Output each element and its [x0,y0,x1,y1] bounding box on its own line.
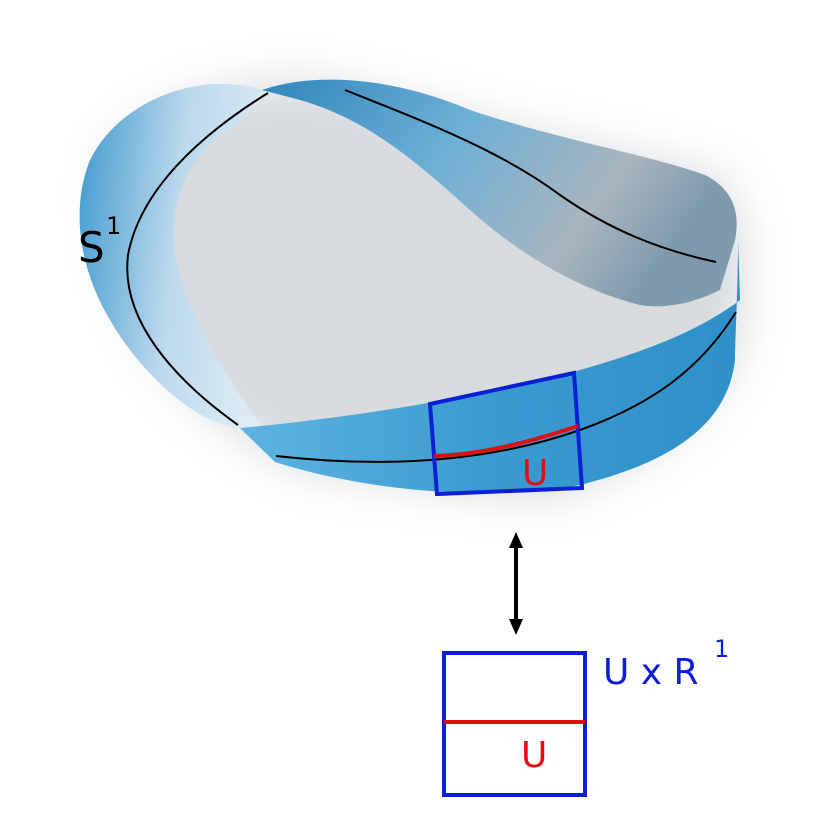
band-left-strip [79,83,275,445]
label-u-on-band: U [522,453,548,494]
u-segment-on-band [433,424,579,458]
core-line-left [126,92,269,426]
core-line-back [344,89,717,263]
arrow-head-top [509,532,523,548]
band-front-strip [240,240,740,494]
label-u-in-chart: U [521,735,547,776]
arrow-head-bottom [509,619,523,635]
chart-box-on-band [427,370,585,497]
label-product: U x R [603,652,699,693]
label-circle-exponent: 1 [106,212,121,240]
label-product-exponent: 1 [714,635,729,663]
label-circle: S [78,223,105,272]
core-line-front [275,311,737,463]
band-back-strip [262,79,737,307]
